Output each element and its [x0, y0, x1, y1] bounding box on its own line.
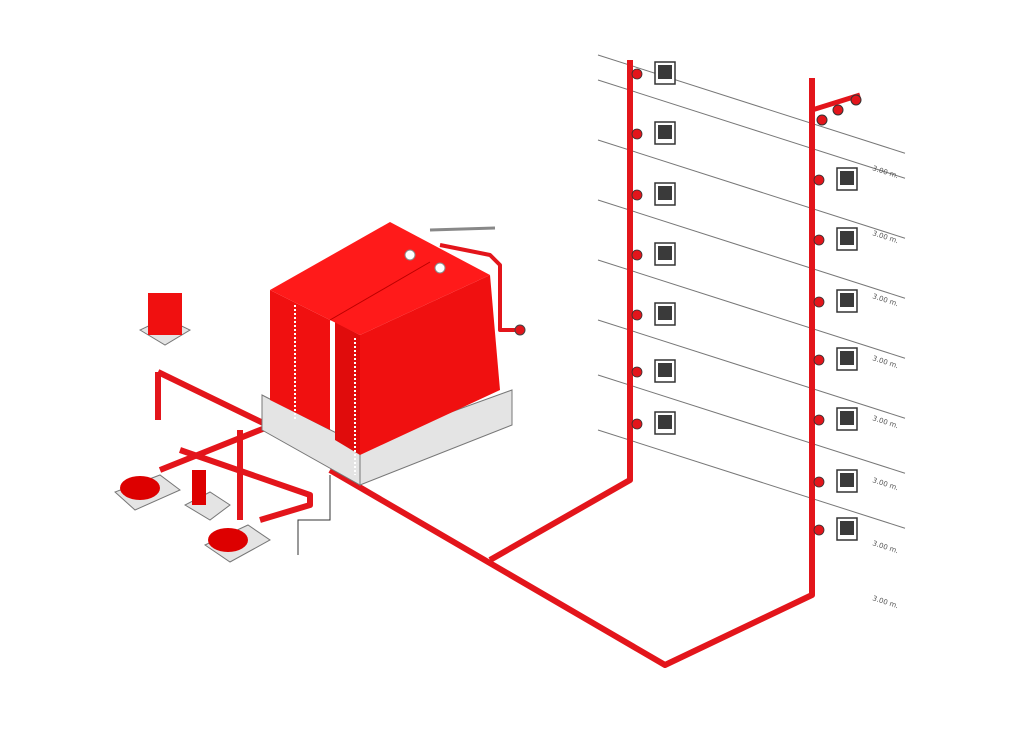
pump-discharge-3: [179, 447, 313, 523]
water-tank: [261, 222, 526, 486]
roof-valve-icon: [816, 114, 828, 126]
main-piping: [155, 60, 815, 668]
fire-pump-icon: [208, 528, 248, 552]
tank-side: [360, 275, 500, 455]
floor-line: [597, 54, 906, 154]
roof-valve-icon: [850, 94, 862, 106]
hose-cabinet: [654, 359, 676, 383]
hose-cabinet: [836, 289, 858, 313]
floor-line: [597, 139, 906, 239]
roof-valve-icon: [832, 104, 844, 116]
vent-pipe: [429, 226, 496, 232]
hose-cabinet: [654, 61, 676, 85]
hose-cabinet: [654, 182, 676, 206]
landing-valve-icon: [631, 249, 643, 261]
floor-line: [597, 259, 906, 359]
left-riser: [488, 60, 633, 563]
valve-icon: [514, 324, 526, 336]
tank-left-front: [270, 290, 330, 430]
floor-height-label: 3.00 m.: [871, 539, 899, 555]
hose-cabinet: [836, 347, 858, 371]
floor-line: [597, 374, 906, 474]
drain-line: [297, 475, 331, 555]
manhole-icon: [404, 249, 416, 261]
tank-divider: [329, 261, 431, 321]
floor-line: [597, 429, 906, 529]
manhole-icon: [434, 262, 446, 274]
jockey-pump-icon: [192, 470, 206, 505]
floor-height-label: 3.00 m.: [871, 476, 899, 492]
landing-valve-icon: [813, 414, 825, 426]
hose-cabinet: [836, 517, 858, 541]
hose-cabinet: [836, 167, 858, 191]
fixtures: [631, 61, 862, 541]
hose-cabinet: [836, 227, 858, 251]
landing-valve-icon: [813, 296, 825, 308]
tank-base-side: [359, 389, 513, 486]
floor-line: [597, 79, 906, 179]
jockey-pump-base: [183, 491, 231, 521]
landing-valve-icon: [813, 476, 825, 488]
landing-valve-icon: [813, 174, 825, 186]
right-riser-main: [328, 78, 815, 668]
floor-line: [597, 319, 906, 419]
floor-line: [597, 199, 906, 299]
landing-valve-icon: [813, 234, 825, 246]
landing-valve-icon: [631, 128, 643, 140]
pumps: [114, 470, 271, 563]
landing-valve-icon: [631, 418, 643, 430]
landing-valve-icon: [813, 354, 825, 366]
floor-lines: [597, 54, 906, 529]
hose-cabinet: [654, 121, 676, 145]
landing-valve-icon: [631, 189, 643, 201]
tank-right-front: [335, 322, 360, 455]
fire-pump-icon: [120, 476, 160, 500]
landing-valve-icon: [631, 366, 643, 378]
landing-valve-icon: [813, 524, 825, 536]
floor-height-label: 3.00 m.: [871, 594, 899, 610]
hose-cabinet: [836, 469, 858, 493]
floor-height-label: 3.00 m.: [871, 414, 899, 430]
floor-height-label: 3.00 m.: [871, 354, 899, 370]
control-panel: [138, 293, 192, 346]
hose-cabinet: [654, 302, 676, 326]
hose-cabinet: [836, 407, 858, 431]
floor-height-label: 3.00 m.: [871, 164, 899, 180]
tank-top: [270, 222, 490, 335]
landing-valve-icon: [631, 68, 643, 80]
floor-labels: 3.00 m. 3.00 m. 3.00 m. 3.00 m. 3.00 m. 3.00 …: [871, 164, 899, 610]
landing-valve-icon: [631, 309, 643, 321]
hose-cabinet: [654, 242, 676, 266]
hose-cabinet: [654, 411, 676, 435]
tank-top-pipe: [439, 243, 515, 332]
